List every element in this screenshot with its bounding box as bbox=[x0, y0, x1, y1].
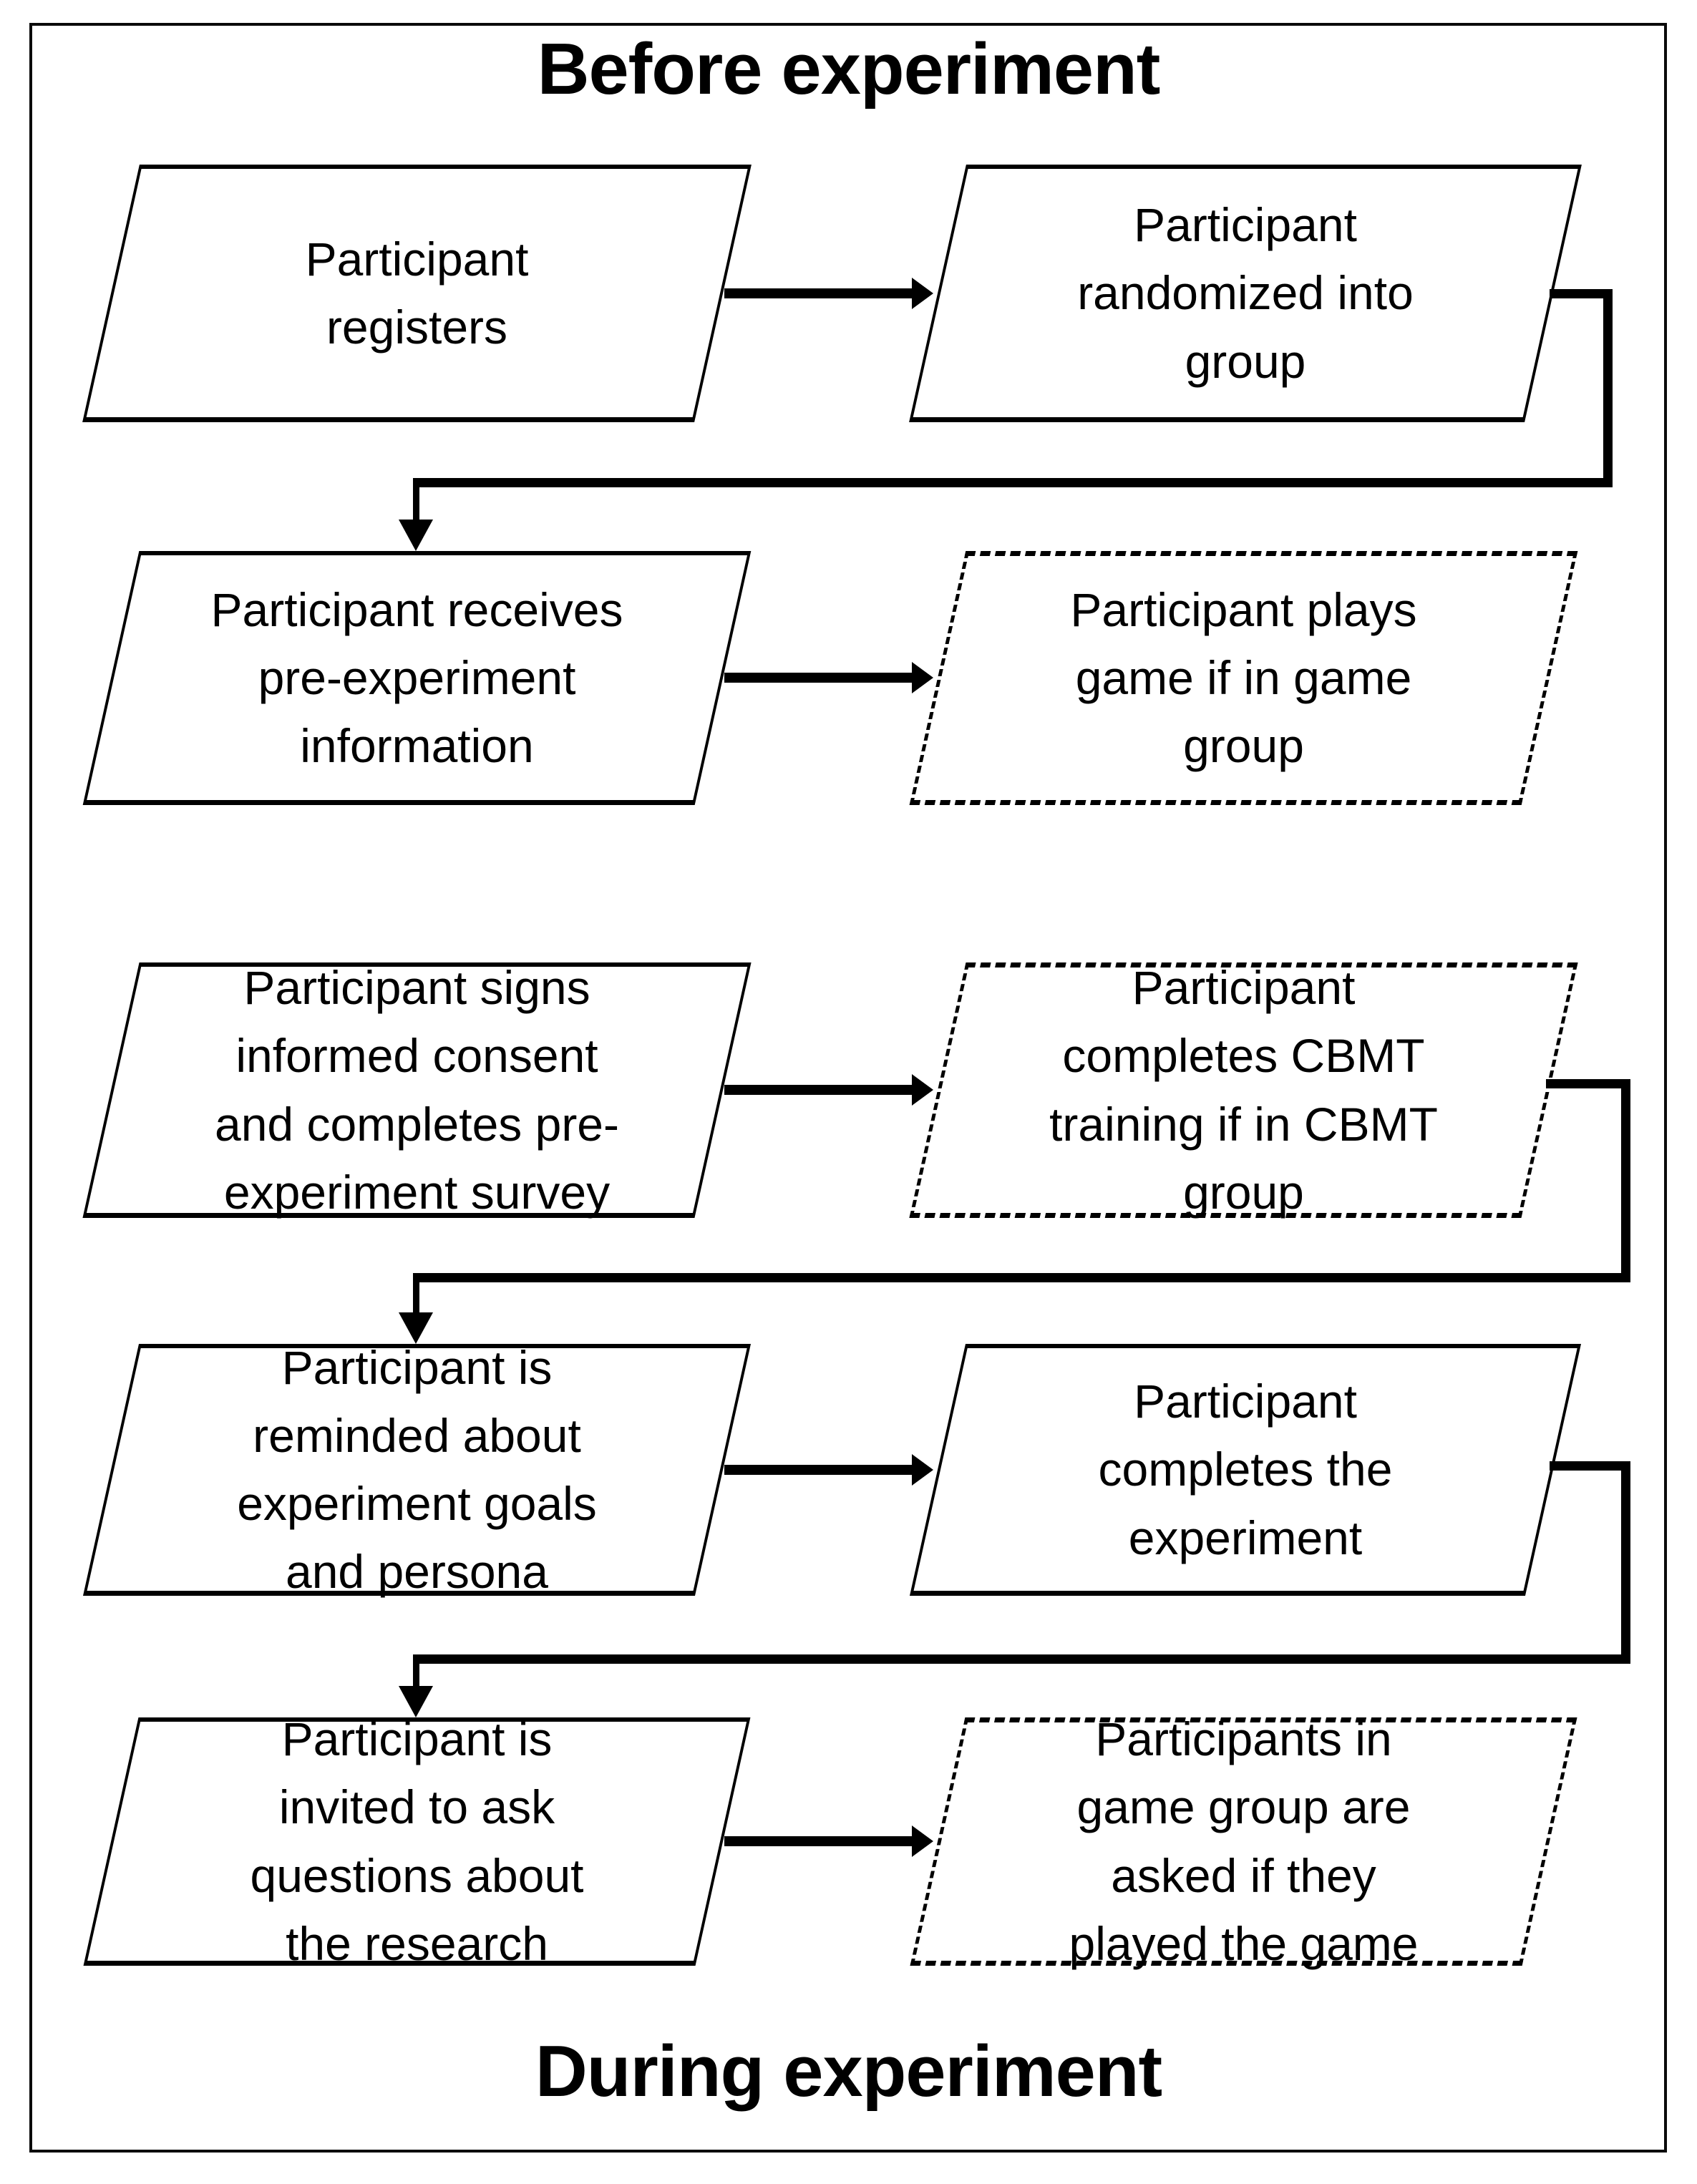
box-label: Participant is invited to ask questions … bbox=[250, 1712, 584, 1970]
box-game-group-asked-if-played: Participants in game group are asked if … bbox=[910, 1712, 1577, 1970]
box-label: Participant signs informed consent and c… bbox=[215, 961, 619, 1219]
connector-line bbox=[1621, 1461, 1630, 1664]
connector-line bbox=[1550, 1461, 1630, 1471]
arrow-down-icon bbox=[399, 1686, 433, 1717]
arrow-line bbox=[724, 288, 912, 298]
arrow-down-icon bbox=[399, 520, 433, 551]
arrow-down-icon bbox=[399, 1312, 433, 1344]
box-reminded-goals-persona: Participant is reminded about experiment… bbox=[82, 1340, 752, 1599]
box-invited-ask-questions: Participant is invited to ask questions … bbox=[83, 1712, 751, 1970]
box-label: Participant registers bbox=[305, 232, 529, 354]
arrow-line bbox=[724, 1085, 912, 1095]
arrow-right-icon bbox=[912, 278, 933, 309]
box-label: Participant randomized into group bbox=[1077, 198, 1414, 388]
arrow-right-icon bbox=[912, 662, 933, 693]
arrow-right-icon bbox=[912, 1074, 933, 1106]
title-before-experiment: Before experiment bbox=[537, 29, 1161, 109]
box-label: Participant receives pre-experiment info… bbox=[210, 582, 623, 773]
arrow-line bbox=[724, 1836, 912, 1846]
box-receives-pre-experiment-info: Participant receives pre-experiment info… bbox=[82, 551, 752, 805]
connector-line bbox=[413, 478, 1613, 487]
arrow-right-icon bbox=[912, 1825, 933, 1857]
box-label: Participants in game group are asked if … bbox=[1069, 1712, 1419, 1970]
box-label: Participant plays game if in game group bbox=[1070, 582, 1417, 773]
arrow-line bbox=[724, 673, 912, 683]
box-label: Participant completes CBMT training if i… bbox=[1049, 961, 1438, 1219]
box-randomized-into-group: Participant randomized into group bbox=[909, 165, 1582, 422]
box-participant-registers: Participant registers bbox=[82, 165, 752, 422]
box-completes-experiment: Participant completes the experiment bbox=[909, 1344, 1582, 1596]
connector-line bbox=[1603, 289, 1613, 487]
connector-line bbox=[413, 483, 419, 522]
box-label: Participant completes the experiment bbox=[1098, 1375, 1393, 1564]
box-plays-game-if-game-group: Participant plays game if in game group bbox=[909, 551, 1578, 805]
box-signs-consent-pre-survey: Participant signs informed consent and c… bbox=[82, 961, 752, 1219]
figure-border bbox=[29, 23, 1667, 2153]
connector-line bbox=[1546, 1079, 1630, 1088]
box-label: Participant is reminded about experiment… bbox=[237, 1340, 597, 1599]
connector-line bbox=[413, 1654, 1630, 1664]
box-completes-cbmt-training: Participant completes CBMT training if i… bbox=[909, 961, 1578, 1219]
connector-line bbox=[413, 1659, 419, 1693]
connector-line bbox=[413, 1278, 419, 1315]
title-during-experiment: During experiment bbox=[535, 2032, 1162, 2112]
connector-line bbox=[413, 1273, 1630, 1282]
arrow-line bbox=[724, 1465, 912, 1475]
connector-line bbox=[1621, 1079, 1630, 1282]
arrow-right-icon bbox=[912, 1454, 933, 1486]
connector-line bbox=[1550, 289, 1613, 298]
